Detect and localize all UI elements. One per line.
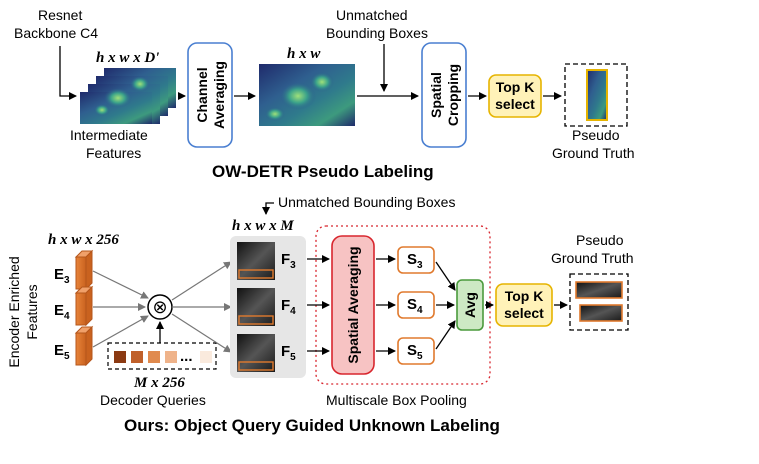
top-pseudo-gt-frame xyxy=(564,63,628,127)
label-s3: S3 xyxy=(407,251,423,271)
label-f3: F3 xyxy=(281,251,296,271)
encoder-feature-e4 xyxy=(74,285,94,327)
spatial-cropping-line1: Spatial xyxy=(428,72,444,118)
label-f5: F5 xyxy=(281,343,296,363)
spatial-averaging-label: Spatial Averaging xyxy=(345,246,361,363)
encoder-feature-e3 xyxy=(74,249,94,291)
avg-box xyxy=(456,279,484,331)
bottom-section-title: Ours: Object Query Guided Unknown Labeli… xyxy=(124,416,500,435)
decoder-query-swatch xyxy=(200,351,212,363)
label-e4: E4 xyxy=(54,302,70,322)
score-s5-box xyxy=(397,337,435,365)
decoder-query-swatches xyxy=(114,351,212,363)
label-f4: F4 xyxy=(281,297,296,317)
score-s3-box xyxy=(397,246,435,274)
decoder-query-swatch xyxy=(165,351,177,363)
channel-averaging-line1: Channel xyxy=(194,67,210,122)
spatial-cropping-line2: Cropping xyxy=(445,64,461,126)
decoder-query-swatch xyxy=(114,351,126,363)
bottom-pseudo-gt-frame xyxy=(569,273,629,331)
decoder-queries-frame xyxy=(107,342,217,370)
top-unmatched-line1: Unmatched xyxy=(336,7,408,23)
bottom-unmatched-label: Unmatched Bounding Boxes xyxy=(278,194,455,210)
enc-dims: h x w x 256 xyxy=(48,232,119,248)
bottom-topk-line2: select xyxy=(504,305,544,321)
top-pseudo-gt-line1: Pseudo xyxy=(572,127,620,143)
decoder-query-swatch xyxy=(148,351,160,363)
feature-map-f3 xyxy=(237,242,275,280)
top-pseudo-gt-crop xyxy=(586,69,608,121)
features-label-line1: Intermediate xyxy=(70,127,148,143)
enc-side-label-line1: Encoder Enriched xyxy=(6,256,22,367)
query-ellipsis: ... xyxy=(180,348,193,365)
feature-map-f5 xyxy=(237,334,275,372)
score-s4-box xyxy=(397,291,435,319)
top-unmatched-line2: Bounding Boxes xyxy=(326,25,428,41)
features-dims: h x w x D' xyxy=(96,50,159,66)
bottom-map-dims: h x w x M xyxy=(232,218,294,234)
top-topk-box xyxy=(488,74,542,118)
averaged-heatmap xyxy=(259,64,355,126)
backbone-label-line2: Backbone C4 xyxy=(14,25,98,41)
bottom-topk-box xyxy=(495,283,553,327)
intermediate-features-stack xyxy=(80,68,176,124)
channel-averaging-box xyxy=(187,42,233,148)
top-topk-line1: Top K xyxy=(496,79,535,95)
bottom-topk-line1: Top K xyxy=(505,288,544,304)
label-e3: E3 xyxy=(54,266,70,286)
avg-label: Avg xyxy=(462,292,478,318)
spatial-cropping-box xyxy=(421,42,467,148)
bottom-pseudo-gt-crop2 xyxy=(579,304,623,322)
feature-map-f4 xyxy=(237,288,275,326)
top-pseudo-gt-line2: Ground Truth xyxy=(552,145,635,161)
pooling-label: Multiscale Box Pooling xyxy=(326,392,467,408)
backbone-label-line1: Resnet xyxy=(38,7,82,23)
decoder-queries-label: Decoder Queries xyxy=(100,392,206,408)
enc-side-label-line2: Features xyxy=(24,284,40,339)
map-dims: h x w xyxy=(287,46,321,62)
features-label-line2: Features xyxy=(86,145,141,161)
multiply-symbol: ⊗ xyxy=(152,297,167,318)
decoder-query-swatch xyxy=(131,351,143,363)
channel-averaging-line2: Averaging xyxy=(211,61,227,129)
bottom-pseudo-gt-crop1 xyxy=(575,281,623,299)
spatial-averaging-box xyxy=(331,235,375,375)
bottom-pseudo-gt-line1: Pseudo xyxy=(576,232,624,248)
encoder-feature-e5 xyxy=(74,325,94,367)
label-e5: E5 xyxy=(54,342,70,362)
label-s4: S4 xyxy=(407,296,423,316)
bottom-unmatched-arrow xyxy=(262,202,274,215)
query-dims: M x 256 xyxy=(133,375,185,391)
bottom-pseudo-gt-line2: Ground Truth xyxy=(551,250,634,266)
label-s5: S5 xyxy=(407,342,423,362)
top-section-title: OW-DETR Pseudo Labeling xyxy=(212,162,434,181)
backbone-arrow xyxy=(59,46,77,100)
top-topk-line2: select xyxy=(495,96,535,112)
